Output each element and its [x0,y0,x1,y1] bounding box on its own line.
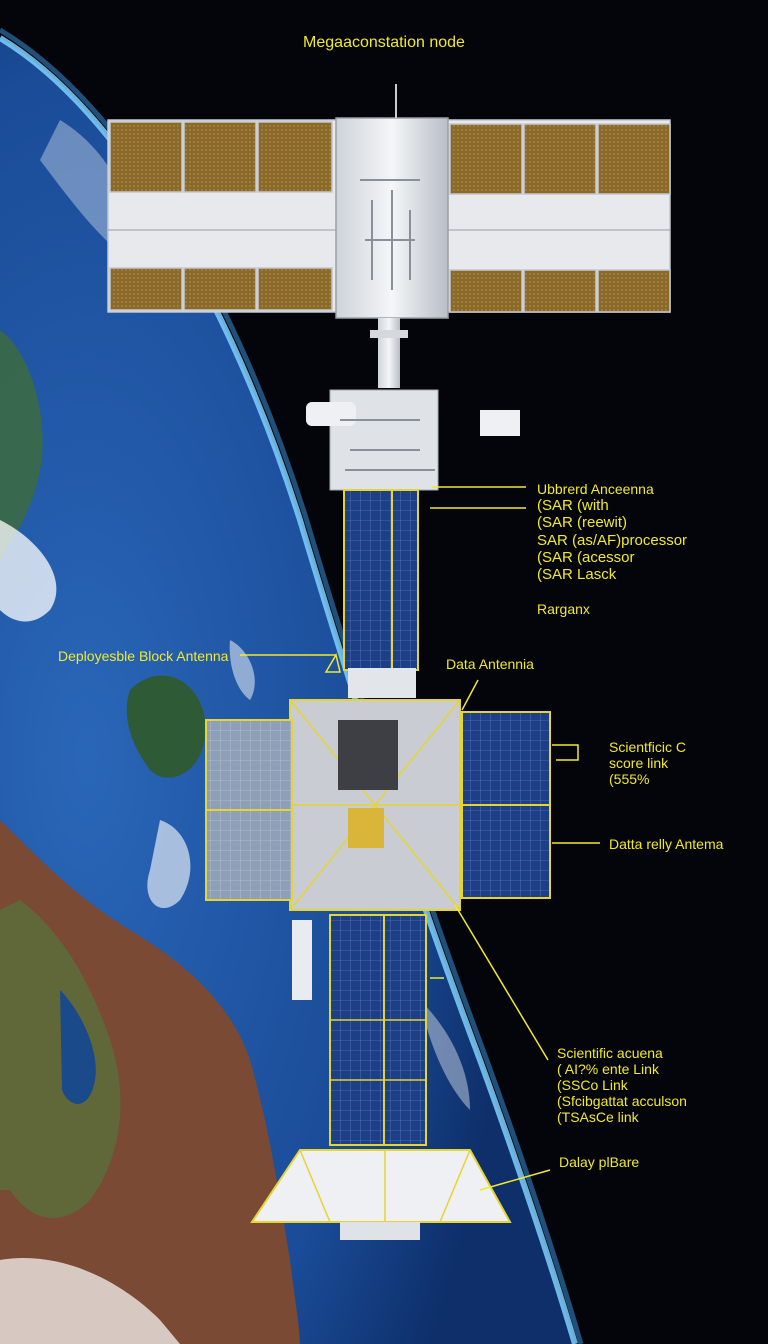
scientific-core-line: score link [609,755,669,772]
base-shield [250,1149,512,1240]
upper-solar-column [343,489,419,698]
upper-antenna-line: (SAR (acessor [537,548,635,566]
data-relay-antenna-label: Datta relly Antema [609,836,724,852]
earth [0,27,584,1344]
upper-antenna-line: (SAR (with [537,497,609,515]
upper-bus [306,389,520,491]
upper-antenna-line: (SAR Lasck [537,566,617,584]
scientific-core-label: Scientficic C score link (555% [609,739,686,787]
scientific-core-line: Scientficic C [609,739,687,755]
upper-antenna-label: Ubbrerd Anceenna (SAR (with (SAR (reewit… [537,481,687,583]
scientific-lower-label: Scientific acuena ( AI?% ente Link (SSCo… [557,1045,687,1125]
daily-base-label: Dalay plBare [559,1154,640,1170]
lower-solar-column [329,914,427,1146]
diagram-title: Megaaconstation node [303,34,465,51]
scientific-lower-line: (SSCo Link [557,1077,628,1094]
data-antenna-label: Data Antennia [446,656,534,672]
deployable-antenna-label: Deployesble Block Antenna [58,648,229,664]
central-module [205,699,551,1000]
scientific-lower-line: Scientific acuena [557,1045,663,1061]
mast [370,318,408,388]
top-solar-array [107,84,671,319]
upper-antenna-line: SAR (as/AF)processor [537,531,688,549]
upper-antenna-line: (SAR (reewit) [537,514,628,532]
scientific-lower-line: ( AI?% ente Link [557,1061,659,1078]
scientific-lower-line: (TSAsCe link [557,1109,639,1126]
scientific-lower-line: (Sfcibgattat acculson [557,1093,687,1110]
leader-lines [240,486,600,1191]
range-label: Rarganx [537,601,590,617]
upper-antenna-line: Ubbrerd Anceenna [537,481,654,497]
scientific-core-line: (555% [609,771,650,788]
